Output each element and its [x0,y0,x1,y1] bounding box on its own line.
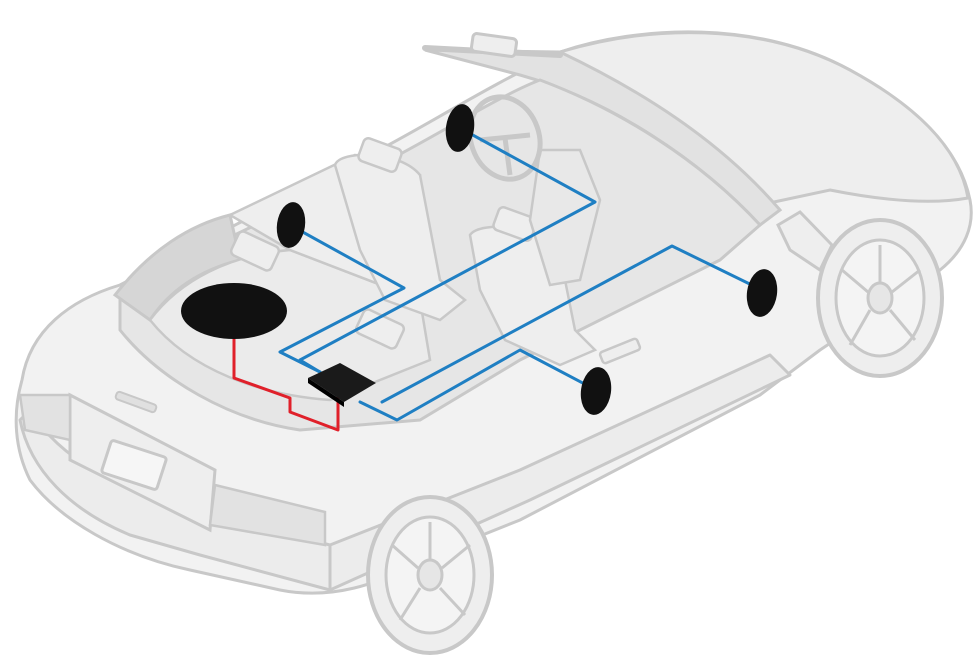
subwoofer [181,283,287,339]
rear-right-speaker [580,367,612,415]
wire-front-left-speaker [298,126,597,374]
rear-headrest-left [229,230,281,272]
wire-rear-left-speaker [278,223,406,374]
front-right-speaker [746,269,778,317]
tail-light-right [208,483,327,547]
wire-front-right-speaker [380,244,764,404]
driver-headrest [357,137,403,173]
rear-emblem [114,390,158,414]
door-handle [598,337,642,365]
wire-rear-right-speaker [358,348,598,422]
front-wheel [816,218,944,378]
rear-left-speaker [276,202,306,248]
speaker-wires [278,126,764,422]
rear-headrest-right [354,308,406,350]
steering-wheel [467,94,543,182]
front-left-speaker [445,104,475,152]
amplifier [308,363,376,407]
driver-seat [333,153,468,322]
power-wire [232,338,340,432]
tail-light-left [18,393,72,442]
rear-wheel [366,495,494,655]
license-plate [100,439,168,491]
rearview-mirror [469,32,519,58]
